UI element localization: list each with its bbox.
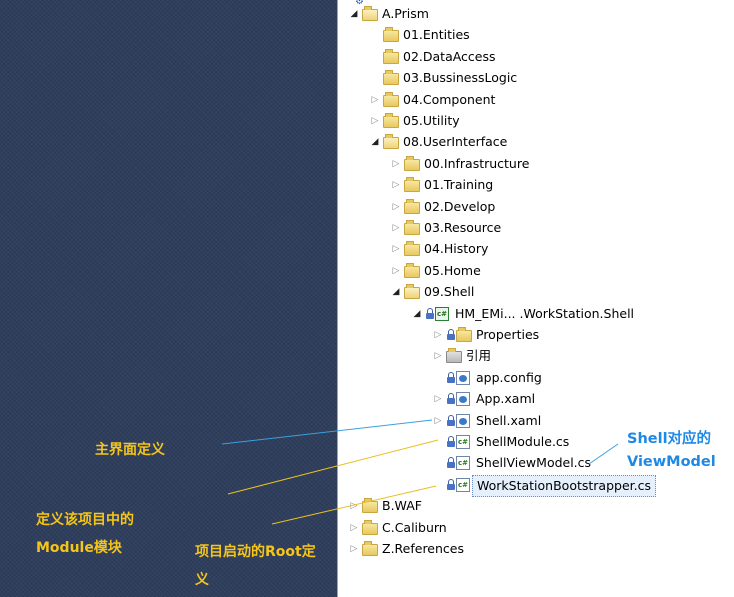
annotation-root-line2: 义 xyxy=(195,572,209,588)
folder-icon xyxy=(404,198,420,214)
lock-icon xyxy=(447,478,455,490)
dark-background-panel xyxy=(0,0,337,597)
folder-icon xyxy=(383,48,399,64)
folder-icon xyxy=(404,155,420,171)
expand-arrow-icon[interactable]: ▷ xyxy=(392,158,400,169)
tree-item-label: 01.Entities xyxy=(403,27,470,43)
tree-item-label: 05.Utility xyxy=(403,113,460,128)
folder-icon xyxy=(404,177,420,193)
expand-arrow-icon[interactable]: ▷ xyxy=(392,201,400,212)
tree-item-label: Shell.xaml xyxy=(476,412,542,428)
csharp-project-icon: c# xyxy=(435,306,449,321)
folder-icon xyxy=(362,519,378,535)
collapse-arrow-icon[interactable]: ◢ xyxy=(413,308,421,319)
folder-icon xyxy=(404,241,420,257)
folder-icon xyxy=(404,220,420,235)
tree-item-label: App.xaml xyxy=(476,391,536,407)
properties-folder-icon xyxy=(456,327,472,342)
spacer xyxy=(432,475,444,495)
spacer xyxy=(432,453,444,473)
expand-arrow-icon[interactable]: ▷ xyxy=(434,415,442,426)
expand-arrow-icon[interactable]: ▷ xyxy=(392,244,400,255)
csharp-file-icon: c# xyxy=(456,477,470,492)
tree-item-label: 00.Infrastructure xyxy=(424,155,530,171)
solution-explorer-tree: ◢ A.Prism 01.Entities 02.DataAccess 03.Bussi… xyxy=(337,0,734,597)
xaml-file-icon xyxy=(456,392,470,407)
expand-arrow-icon[interactable]: ▷ xyxy=(350,522,358,533)
tree-item-label: A.Prism xyxy=(382,6,429,21)
spacer xyxy=(369,47,381,67)
folder-open-icon xyxy=(362,6,378,21)
spacer xyxy=(369,68,381,88)
folder-icon xyxy=(383,91,399,107)
lock-icon xyxy=(447,457,455,469)
tree-item-label: WorkStationBootstrapper.cs xyxy=(472,474,656,497)
folder-icon xyxy=(362,541,378,556)
tree-item-label: 01.Training xyxy=(424,177,494,193)
tree-item-label: 03.BussinessLogic xyxy=(403,70,518,86)
annotation-main-interface: 主界面定义 xyxy=(95,442,165,458)
xaml-file-icon xyxy=(456,413,470,428)
spacer xyxy=(432,368,444,388)
expand-arrow-icon[interactable]: ▷ xyxy=(434,351,442,362)
tree-item-label: 03.Resource xyxy=(424,220,502,235)
lock-icon xyxy=(447,329,455,340)
tree-item-label: 引用 xyxy=(466,348,492,364)
expand-arrow-icon[interactable]: ▷ xyxy=(371,116,379,126)
lock-icon xyxy=(447,436,455,447)
tree-item-label: 04.History xyxy=(424,241,489,257)
expand-arrow-icon[interactable]: ▷ xyxy=(392,223,400,233)
tree-item-label: app.config xyxy=(476,369,542,385)
tree-item-label: B.WAF xyxy=(382,498,422,514)
csharp-file-icon: c# xyxy=(456,456,470,471)
expand-arrow-icon[interactable]: ▷ xyxy=(392,180,400,191)
lock-icon xyxy=(447,371,455,383)
folder-icon xyxy=(383,113,399,128)
annotation-shell-line2: ViewModel xyxy=(627,454,716,470)
folder-icon xyxy=(383,27,399,43)
lock-icon xyxy=(447,414,455,426)
tree-item-label: HM_EMi... .WorkStation.Shell xyxy=(455,305,635,321)
expand-arrow-icon[interactable]: ▷ xyxy=(350,544,358,554)
folder-icon xyxy=(362,498,378,514)
references-icon xyxy=(446,348,462,364)
collapse-arrow-icon[interactable]: ◢ xyxy=(350,9,358,19)
tree-item-label: 08.UserInterface xyxy=(403,134,508,150)
tree-item-label: 09.Shell xyxy=(424,284,475,300)
expand-arrow-icon[interactable]: ▷ xyxy=(434,330,442,340)
tree-item-label: ShellModule.cs xyxy=(476,434,570,449)
config-file-icon xyxy=(456,370,470,385)
tree-item-label: Z.References xyxy=(382,541,464,556)
expand-arrow-icon[interactable]: ▷ xyxy=(434,394,442,405)
lock-icon xyxy=(447,393,455,405)
annotation-module-line2: Module模块 xyxy=(36,540,122,556)
expand-arrow-icon[interactable]: ▷ xyxy=(350,501,358,512)
tree-item-label: ShellViewModel.cs xyxy=(476,455,592,471)
csharp-file-icon: c# xyxy=(456,435,470,449)
collapse-arrow-icon[interactable]: ◢ xyxy=(392,287,400,298)
folder-icon xyxy=(383,70,399,86)
tree-item-label: 05.Home xyxy=(424,262,481,278)
annotation-module-line1: 定义该项目中的 xyxy=(36,512,134,528)
tree-item-label: 02.Develop xyxy=(424,198,496,214)
solution-icon: ⚙ xyxy=(355,0,364,7)
expand-arrow-icon[interactable]: ▷ xyxy=(392,265,400,276)
folder-open-icon xyxy=(404,284,420,300)
expand-arrow-icon[interactable]: ▷ xyxy=(371,94,379,105)
annotation-shell-line1: Shell对应的 xyxy=(627,431,712,447)
tree-item-label: Properties xyxy=(476,327,540,342)
tree-item-label: 02.DataAccess xyxy=(403,48,496,64)
spacer xyxy=(432,432,444,452)
tree-item-label: 04.Component xyxy=(403,91,496,107)
spacer xyxy=(369,25,381,45)
annotation-root-line1: 项目启动的Root定 xyxy=(195,544,316,560)
collapse-arrow-icon[interactable]: ◢ xyxy=(371,137,379,148)
tree-item-label: C.Caliburn xyxy=(382,519,447,535)
folder-open-icon xyxy=(383,134,399,150)
folder-icon xyxy=(404,262,420,278)
lock-icon xyxy=(426,307,434,319)
